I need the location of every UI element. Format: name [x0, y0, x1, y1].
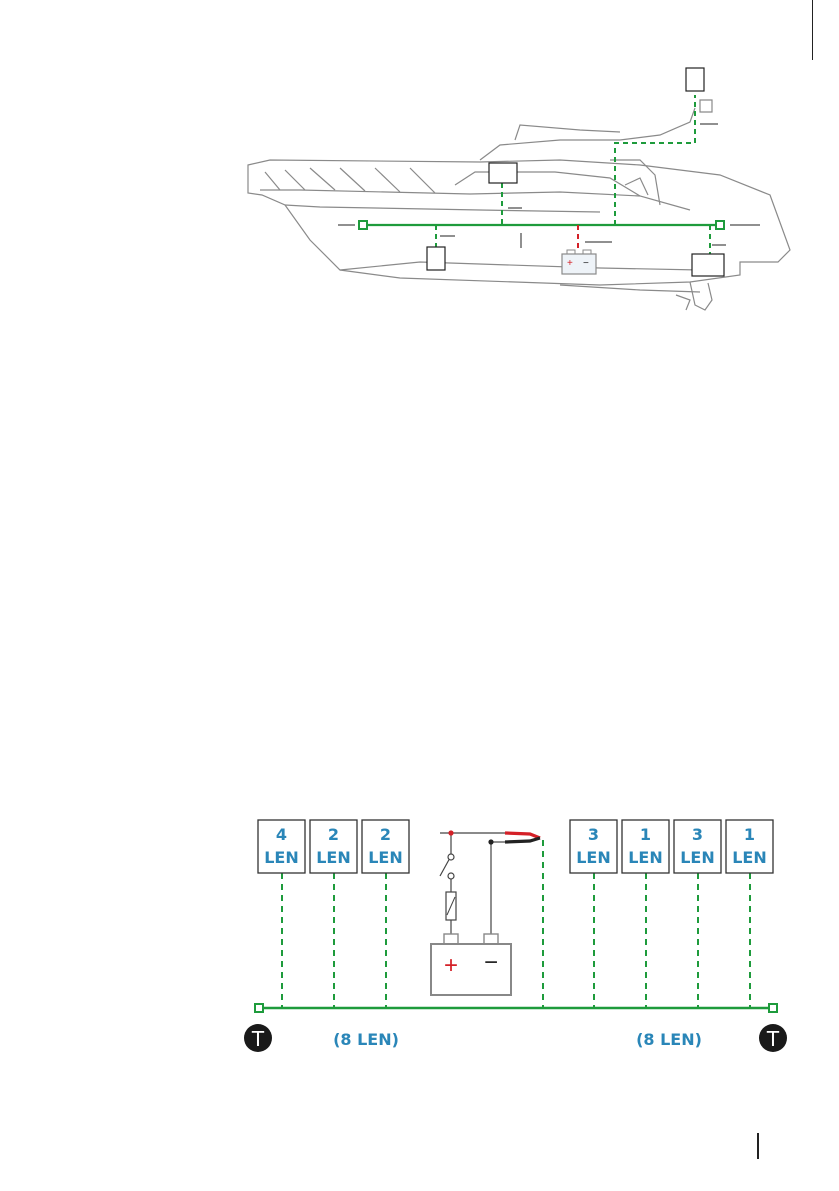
len-device-right-1: 3 LEN — [570, 820, 617, 873]
boat-terminator-right — [716, 221, 724, 229]
len-value: 1 — [744, 825, 755, 844]
len-device-left-1: 4 LEN — [258, 820, 305, 873]
len-power-wiring — [440, 830, 540, 934]
len-device-right-2: 1 LEN — [622, 820, 669, 873]
len-value: 2 — [380, 825, 391, 844]
len-unit: LEN — [732, 848, 767, 867]
len-network-diagram: 4 LEN 2 LEN 2 LEN 3 LEN 1 LEN 3 LEN 1 LE… — [0, 790, 839, 1090]
len-value: 1 — [640, 825, 651, 844]
len-unit: LEN — [628, 848, 663, 867]
len-terminator-block-right — [769, 1004, 777, 1012]
boat-terminator-left — [359, 221, 367, 229]
boat-callout-lines — [338, 124, 760, 248]
len-terminator-block-left — [255, 1004, 263, 1012]
len-unit: LEN — [368, 848, 403, 867]
len-total-right: (8 LEN) — [636, 1030, 702, 1049]
len-device-left-3: 2 LEN — [362, 820, 409, 873]
page-number-bar — [757, 1133, 759, 1159]
boat-battery-plus: + — [567, 258, 573, 269]
len-device-left-2: 2 LEN — [310, 820, 357, 873]
len-value: 2 — [328, 825, 339, 844]
boat-network-diagram: + − — [0, 0, 839, 330]
boat-battery: + − — [562, 250, 596, 274]
len-value: 3 — [692, 825, 703, 844]
len-value: 4 — [276, 825, 287, 844]
terminator-left-label: T — [251, 1027, 265, 1051]
boat-battery-minus: − — [583, 258, 589, 269]
len-unit: LEN — [264, 848, 299, 867]
boat-device-sensor — [427, 247, 445, 270]
terminator-right-icon: T — [759, 1024, 787, 1052]
terminator-left-icon: T — [244, 1024, 272, 1052]
len-battery: + − — [431, 934, 511, 995]
len-value: 3 — [588, 825, 599, 844]
boat-device-display — [489, 163, 517, 183]
len-total-left: (8 LEN) — [333, 1030, 399, 1049]
len-battery-minus: − — [484, 949, 498, 976]
len-unit: LEN — [576, 848, 611, 867]
boat-device-mast — [686, 68, 704, 91]
boat-device-engine — [692, 254, 724, 276]
boat-outline — [248, 100, 790, 310]
len-unit: LEN — [680, 848, 715, 867]
len-device-right-4: 1 LEN — [726, 820, 773, 873]
len-device-right-3: 3 LEN — [674, 820, 721, 873]
len-unit: LEN — [316, 848, 351, 867]
terminator-right-label: T — [766, 1027, 780, 1051]
len-battery-plus: + — [444, 952, 458, 979]
